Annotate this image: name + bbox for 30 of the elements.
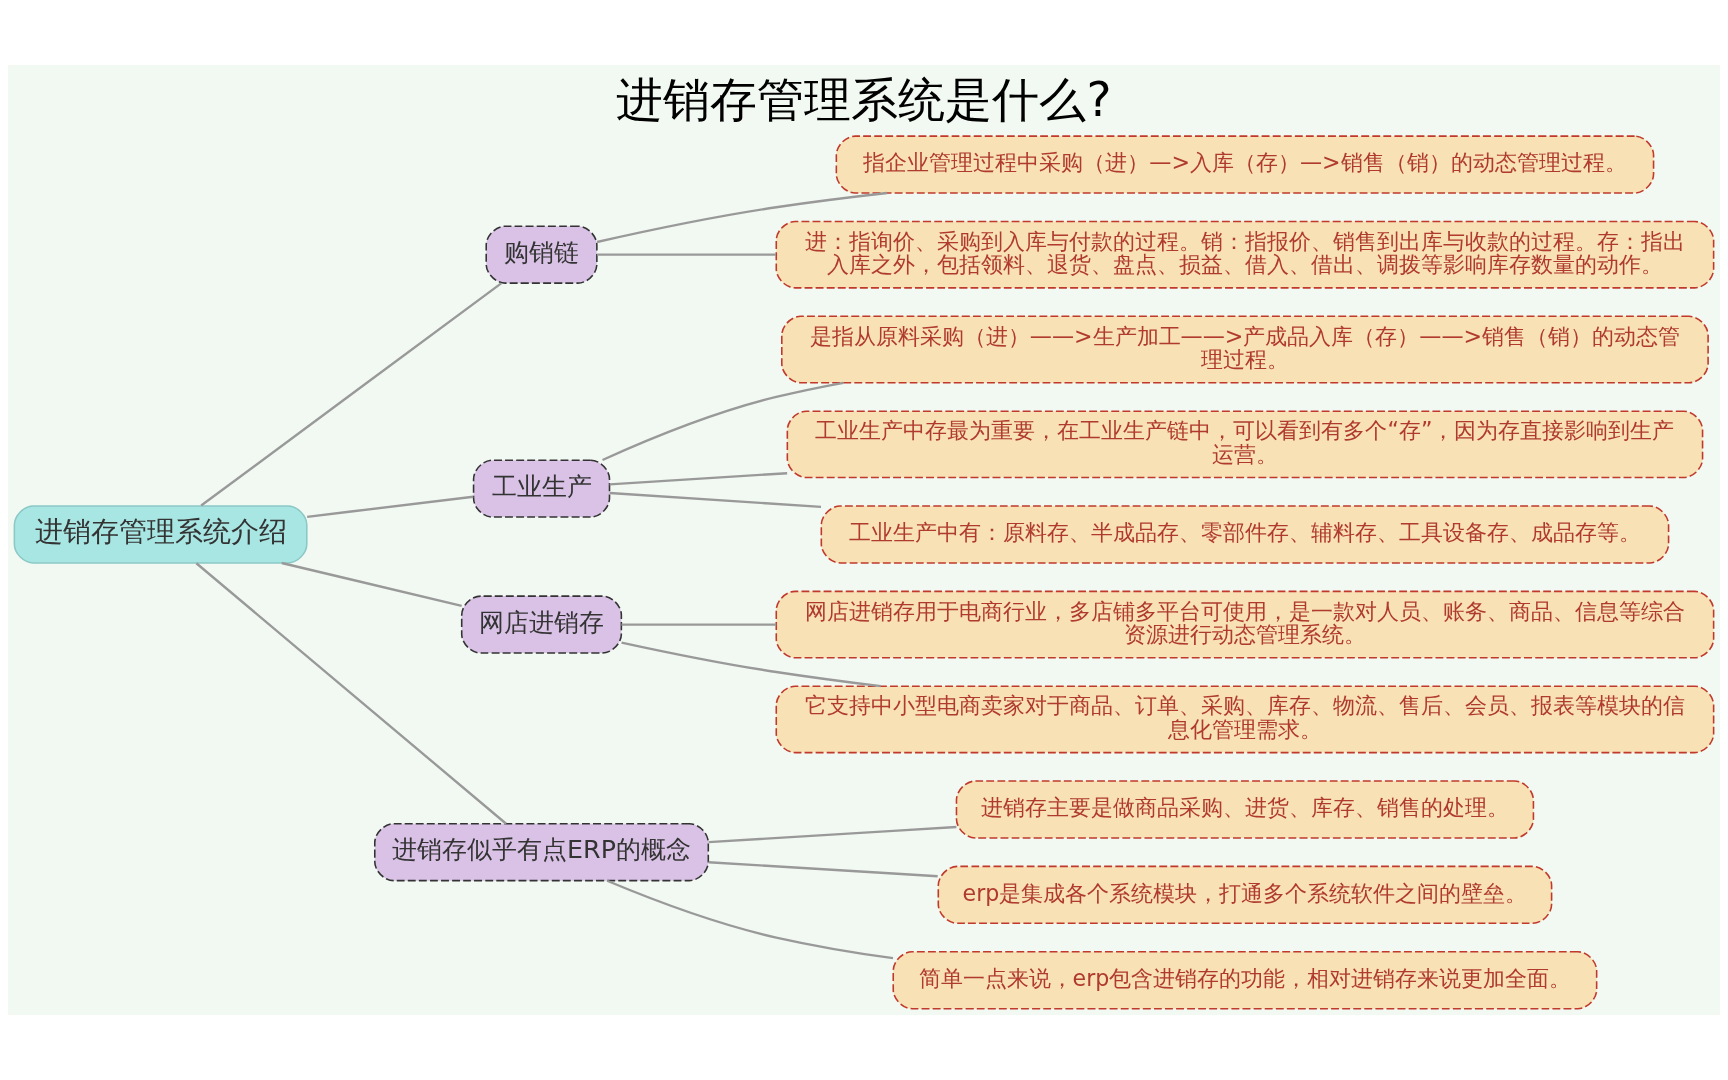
connector: [195, 562, 507, 825]
node-box: 网店进销存用于电商行业，多店铺多平台可使用，是一款对人员、账务、商品、信息等综合资源进行动态管理系统。: [775, 590, 1715, 659]
connector: [609, 491, 822, 508]
node-box: 简单一点来说，erp包含进销存的功能，相对进销存来说更加全面。: [892, 951, 1598, 1010]
node-box: 工业生产中有：原料存、半成品存、零部件存、辅料存、工具设备存、成品存等。: [820, 505, 1670, 564]
connector: [602, 381, 844, 462]
node-box: 进销存管理系统介绍: [13, 505, 308, 564]
connector: [606, 879, 894, 960]
connector: [621, 641, 881, 688]
node-box: 是指从原料采购（进）——>生产加工——>产成品入库（存）——>销售（销）的动态管理过程。: [781, 315, 1709, 384]
node-box: 进销存似乎有点ERP的概念: [373, 822, 710, 882]
node-box: 它支持中小型电商卖家对于商品、订单、采购、库存、物流、售后、会员、报表等模块的信息化管理需求。: [775, 685, 1715, 754]
connector: [708, 861, 938, 878]
node-box: 进销存主要是做商品采购、进货、库存、销售的处理。: [955, 780, 1535, 839]
connector: [596, 191, 888, 244]
node-box: 进：指询价、采购到入库与付款的过程。销：指报价、销售到出库与收款的过程。存：指出入库之外，包括领料、退货、盘点、损益、借入、借出、调拨等影响库存数量的动作。: [775, 220, 1715, 289]
node-box: 工业生产中存最为重要，在工业生产链中，可以看到有多个“存”，因为存直接影响到生产运营。: [786, 410, 1704, 479]
connector: [281, 561, 462, 608]
connector: [621, 623, 777, 626]
node-box: erp是集成各个系统模块，打通多个系统软件之间的壁垒。: [937, 865, 1553, 925]
node-box: 指企业管理过程中采购（进）—>入库（存）—>销售（销）的动态管理过程。: [835, 135, 1655, 194]
connector: [708, 825, 957, 844]
connector: [609, 472, 788, 486]
connector: [596, 253, 776, 256]
connector: [307, 495, 474, 519]
node-box: 工业生产: [472, 459, 611, 518]
diagram-title: 进销存管理系统是什么?: [616, 71, 1112, 127]
node-box: 购销链: [485, 225, 598, 284]
node-box: 网店进销存: [460, 595, 623, 654]
connector: [200, 282, 502, 507]
